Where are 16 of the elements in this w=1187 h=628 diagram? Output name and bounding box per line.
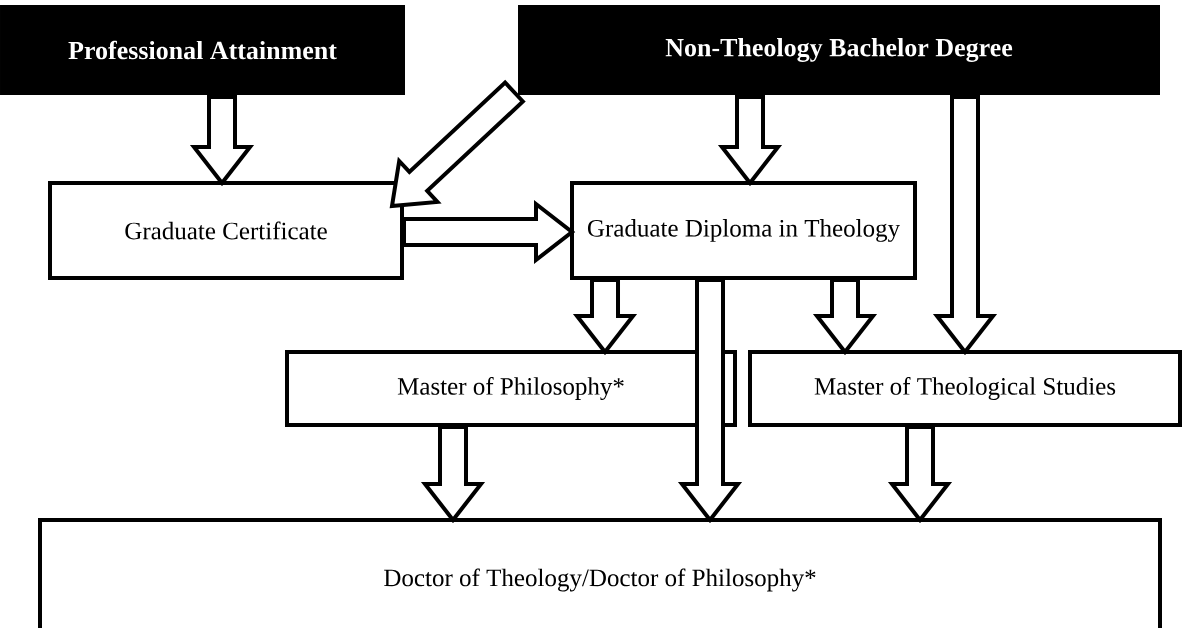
block-arrow — [420, 425, 486, 524]
block-arrow — [402, 199, 576, 265]
block-arrow — [887, 425, 953, 524]
block-arrow — [812, 278, 878, 356]
block-arrow — [932, 95, 998, 356]
title-box: Professional Attainment — [0, 5, 405, 95]
block-arrow — [572, 278, 638, 356]
title-box: Non-Theology Bachelor Degree — [518, 5, 1160, 95]
process-box: Graduate Diploma in Theology — [570, 181, 917, 280]
process-box: Doctor of Theology/Doctor of Philosophy* — [38, 518, 1162, 628]
block-arrow — [717, 95, 783, 187]
process-box: Master of Theological Studies — [748, 350, 1182, 427]
block-arrow — [189, 95, 255, 187]
block-arrow — [677, 278, 743, 524]
process-box: Graduate Certificate — [48, 181, 404, 280]
process-box: Master of Philosophy* — [285, 350, 737, 427]
